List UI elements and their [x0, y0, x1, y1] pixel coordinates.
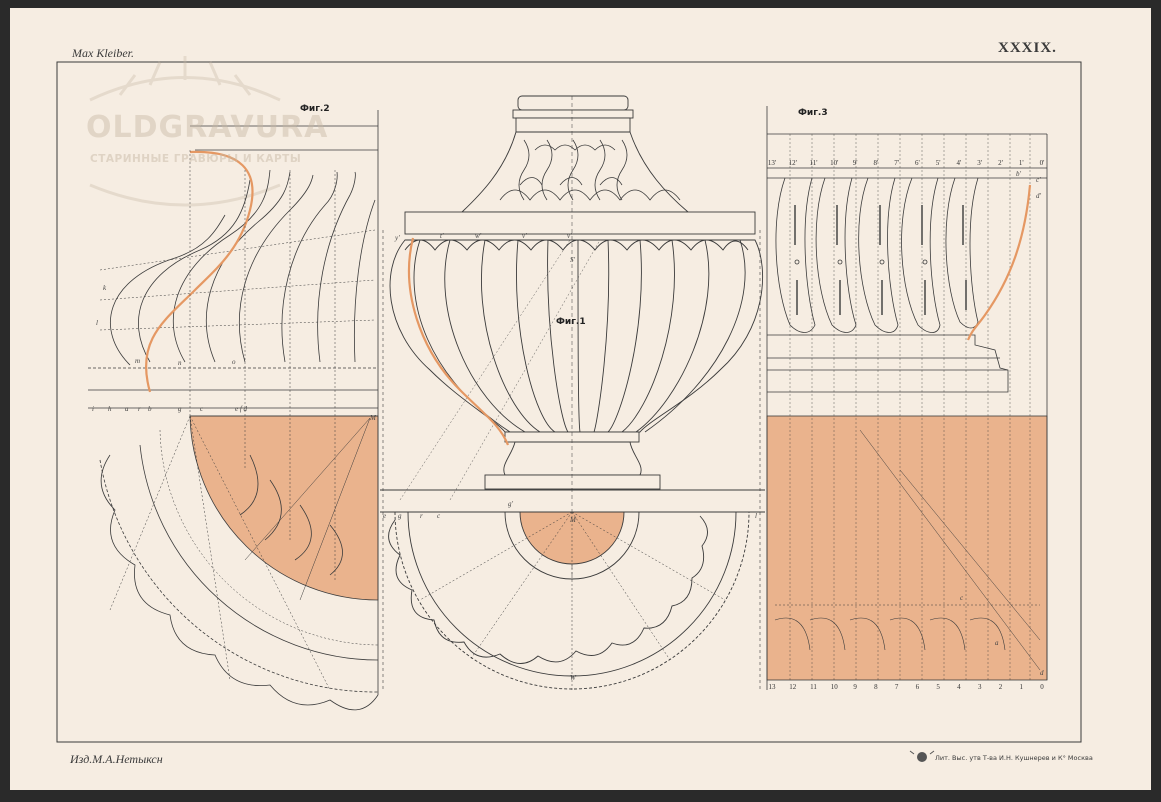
fig3-scale-tick: 5 [936, 683, 940, 691]
fig3-scale-tick: 0 [1040, 683, 1044, 691]
svg-text:l: l [96, 319, 98, 327]
fig3-scale-tick: 1' [1019, 159, 1024, 167]
svg-text:r: r [420, 512, 423, 520]
svg-text:e: e [383, 512, 386, 520]
fig3-scale-tick: 9' [853, 159, 858, 167]
fig3-scale-tick: 12 [789, 683, 797, 691]
fig3-scale-tick: 2 [999, 683, 1003, 691]
watermark-subtitle: СТАРИННЫЕ ГРАВЮРЫ И КАРТЫ [90, 153, 302, 165]
figure-3-label: Фиг.3 [798, 108, 828, 118]
figure-2-drawing [88, 110, 379, 711]
plate-frame [56, 61, 1082, 743]
svg-text:d': d' [1036, 192, 1042, 200]
fig3-top-scale: 13' 12' 11' 10' 9' 8' 7' 6' 5' 4' 3' 2' 1' 0' [768, 159, 1045, 167]
watermark-emblem [89, 56, 281, 207]
fig3-scale-tick: 5' [936, 159, 941, 167]
svg-text:g': g' [508, 500, 514, 508]
svg-text:r: r [138, 405, 141, 413]
svg-text:d: d [1040, 669, 1044, 677]
svg-text:g: g [178, 405, 182, 413]
svg-text:c: c [437, 512, 441, 520]
svg-text:k: k [103, 284, 107, 292]
svg-text:i: i [92, 405, 94, 413]
fig3-scale-tick: 13 [769, 683, 777, 691]
svg-text:y': y' [394, 234, 400, 242]
neck-ornament [499, 139, 681, 201]
svg-text:n: n [178, 359, 182, 367]
svg-text:a: a [125, 405, 129, 413]
svg-text:c': c' [1036, 176, 1041, 184]
fig3-scale-tick: 8 [874, 683, 878, 691]
author-signature: Max Kleiber. [72, 46, 134, 60]
figure-2-label: Фиг.2 [300, 104, 330, 114]
fig3-scale-tick: 7' [894, 159, 899, 167]
svg-text:S': S' [570, 256, 576, 264]
svg-text:o: o [232, 358, 236, 366]
fig3-scale-tick: 9 [853, 683, 857, 691]
svg-text:l: l [755, 512, 757, 520]
fig3-scale-tick: 6' [915, 159, 920, 167]
fig3-scale-tick: 10' [830, 159, 838, 167]
svg-text:w': w' [475, 232, 482, 240]
svg-text:g: g [398, 512, 402, 520]
plate-number: XXXIX. [998, 40, 1057, 56]
svg-text:e f d: e f d [235, 405, 248, 413]
fig3-scale-tick: 13' [768, 159, 776, 167]
fig3-scale-tick: 2' [998, 159, 1003, 167]
watermark-title: OLDGRAVURA [86, 110, 329, 145]
svg-text:v': v' [567, 232, 572, 240]
printer-imprint: Лит. Выс. утв Т-ва И.Н. Кушнерев и К° Мо… [935, 754, 1093, 762]
fig3-scale-tick: 8' [873, 159, 878, 167]
svg-text:M: M [369, 414, 377, 422]
figure-3-drawing [766, 106, 1048, 690]
svg-text:m: m [135, 357, 140, 365]
publisher-imprint: Изд.М.А.Нетыксн [70, 752, 163, 766]
fig3-scale-tick: 4' [957, 159, 962, 167]
fig3-scale-tick: 11 [810, 683, 817, 691]
svg-text:c: c [960, 594, 964, 602]
fig3-scale-tick: 10 [831, 683, 839, 691]
fig3-scale-tick: 4 [957, 683, 961, 691]
svg-text:b': b' [1016, 170, 1022, 178]
figure-1-drawing [380, 95, 765, 690]
fig3-scale-tick: 11' [810, 159, 818, 167]
svg-text:W: W [570, 674, 577, 682]
fig3-scale-tick: 6 [916, 683, 920, 691]
eagle-emblem [909, 750, 935, 762]
svg-text:h: h [108, 405, 112, 413]
figure-3-letter-labels: c' d' b' d a c [960, 170, 1044, 677]
svg-text:t': t' [440, 232, 444, 240]
fig3-scale-tick: 3' [977, 159, 982, 167]
fig3-scale-tick: 3 [978, 683, 982, 691]
svg-text:b: b [148, 405, 152, 413]
svg-text:v': v' [522, 232, 527, 240]
fig3-scale-tick: 1 [1019, 683, 1023, 691]
fig3-scale-tick: 0' [1040, 159, 1045, 167]
svg-text:M: M [569, 516, 577, 524]
svg-text:c: c [200, 405, 204, 413]
figure-1-label: Фиг.1 [556, 317, 586, 327]
svg-text:a: a [995, 639, 999, 647]
fig3-scale-tick: 12' [789, 159, 797, 167]
fig3-scale-tick: 7 [895, 683, 899, 691]
figure-2-letter-labels: i h a r b g c e f d k l m n oM [92, 284, 377, 422]
